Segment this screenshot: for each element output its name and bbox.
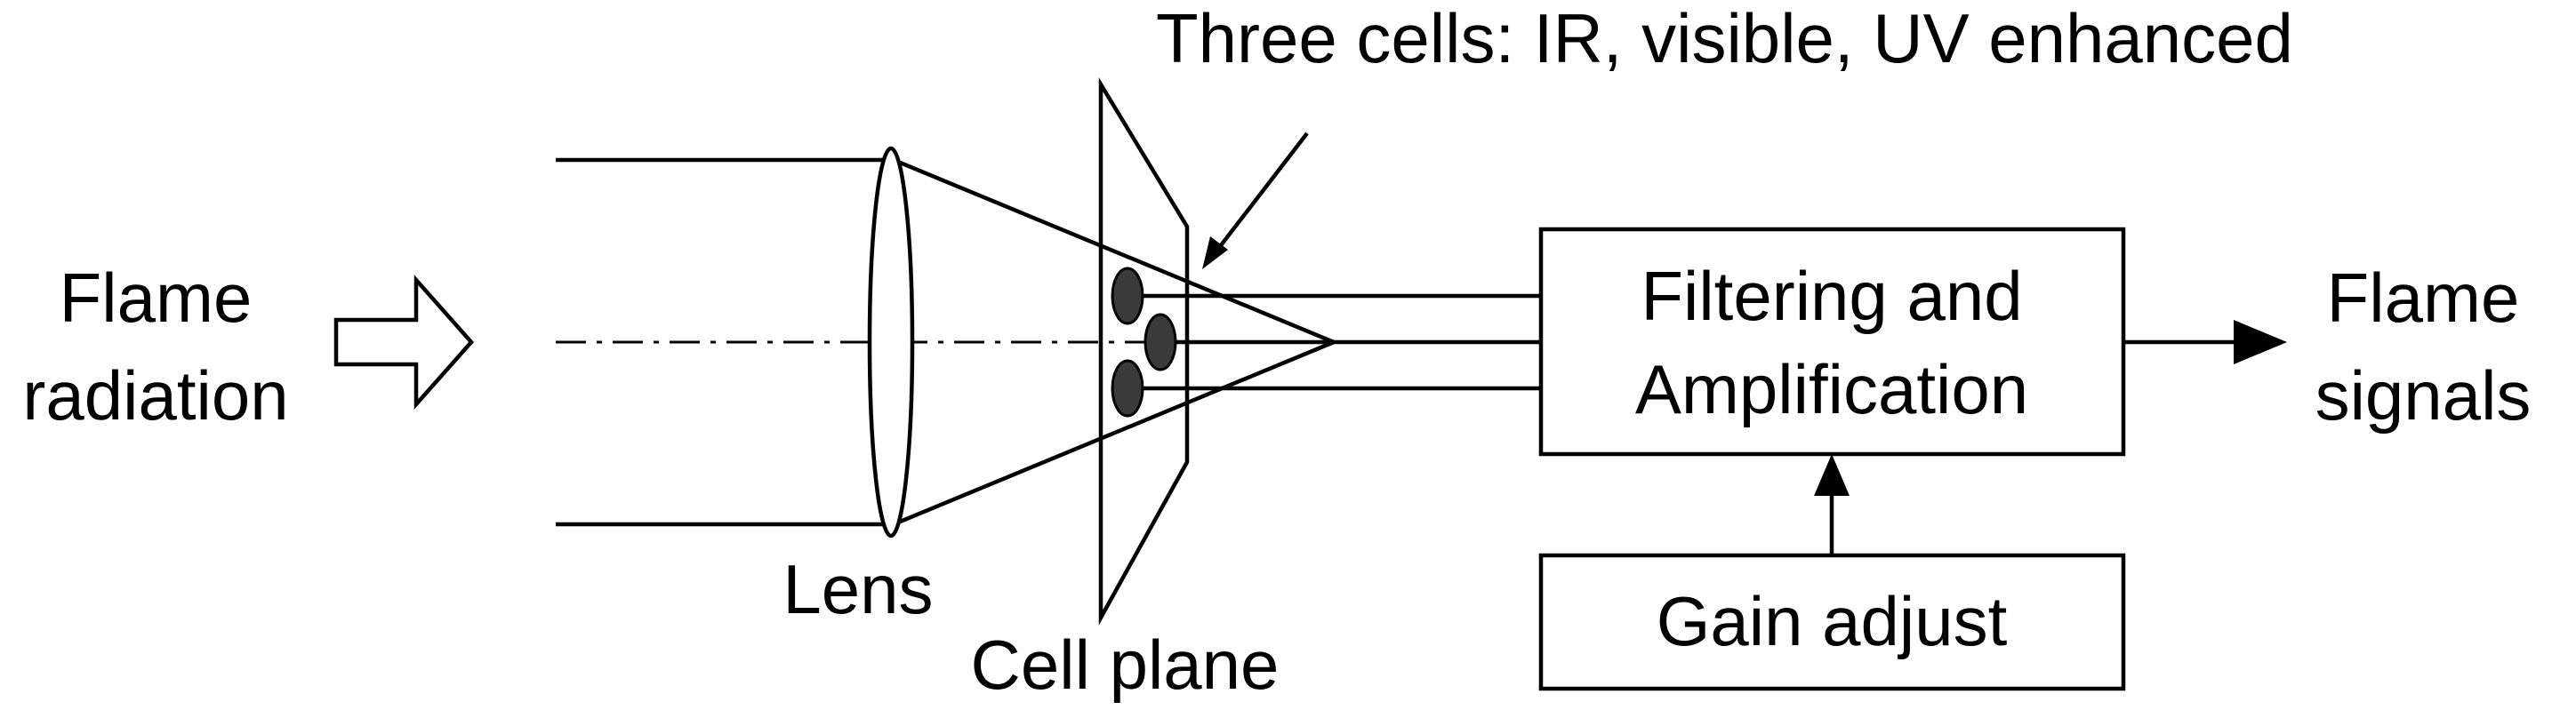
- output-label-line1: Flame: [2327, 259, 2520, 337]
- sensor-cell-uv: [1111, 359, 1144, 418]
- lens-shape: [867, 146, 915, 538]
- output-label-line2: signals: [2315, 356, 2532, 435]
- gain-arrow-head: [1814, 454, 1850, 496]
- callout-arrow-shaft: [1216, 132, 1309, 251]
- filter-label-line1: Filtering and: [1641, 257, 2022, 335]
- cell-plane-label: Cell plane: [971, 626, 1280, 704]
- sensor-cell-visible: [1144, 313, 1177, 371]
- callout-arrow-head: [1202, 236, 1228, 269]
- lens-label: Lens: [782, 550, 933, 628]
- filter-label-line2: Amplification: [1635, 350, 2028, 428]
- cone-ray-bottom: [893, 339, 1335, 527]
- input-arrow: [333, 275, 475, 410]
- sensor-cell-ir: [1111, 267, 1144, 325]
- cell-plane-shape: [1098, 76, 1190, 626]
- output-arrow-head: [2234, 320, 2287, 364]
- input-label-line2: radiation: [22, 356, 288, 435]
- gain-adjust-label: Gain adjust: [1657, 582, 2008, 660]
- cone-ray-top: [893, 157, 1335, 345]
- cells-callout-label: Three cells: IR, visible, UV enhanced: [1156, 0, 2293, 77]
- input-label-line1: Flame: [60, 259, 253, 337]
